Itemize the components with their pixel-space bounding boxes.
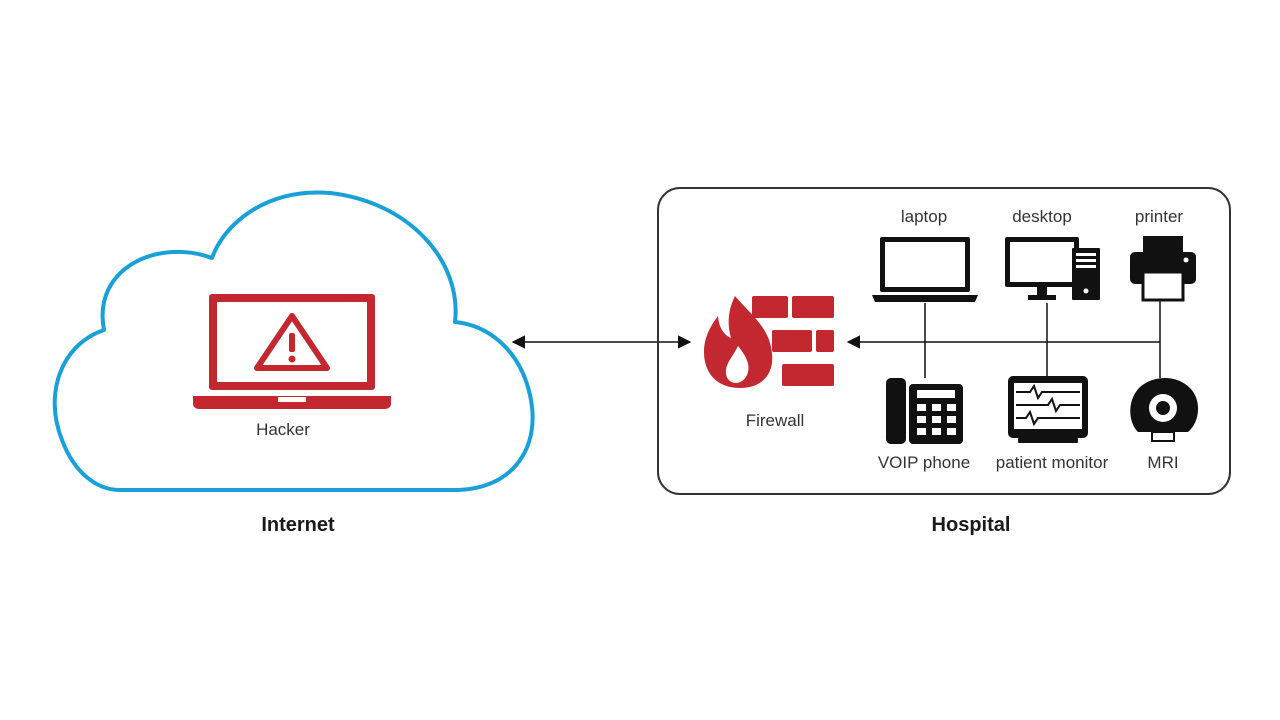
patient-monitor-icon: [1008, 376, 1088, 443]
cloud-icon: [52, 190, 535, 492]
firewall-label: Firewall: [745, 411, 805, 430]
desktop-label: desktop: [1012, 207, 1072, 226]
desktop-icon: [1005, 237, 1100, 300]
mri-label: MRI: [1147, 453, 1179, 472]
printer-label: printer: [1134, 207, 1184, 226]
laptop-warning-icon: [193, 294, 391, 409]
device-bus: [846, 300, 1161, 378]
firewall-icon: [704, 296, 834, 388]
printer-icon: [1130, 236, 1196, 302]
hospital-title: Hospital: [931, 514, 1011, 536]
hospital-frame: [657, 187, 1231, 495]
internet-title: Internet: [261, 514, 335, 536]
voip-phone-label: VOIP phone: [877, 453, 971, 472]
mri-icon: [1130, 378, 1199, 442]
laptop-icon: [872, 237, 978, 302]
laptop-label: laptop: [900, 207, 948, 226]
patient-monitor-label: patient monitor: [995, 453, 1109, 472]
hacker-label: Hacker: [256, 420, 310, 439]
voip-phone-icon: [886, 378, 963, 444]
